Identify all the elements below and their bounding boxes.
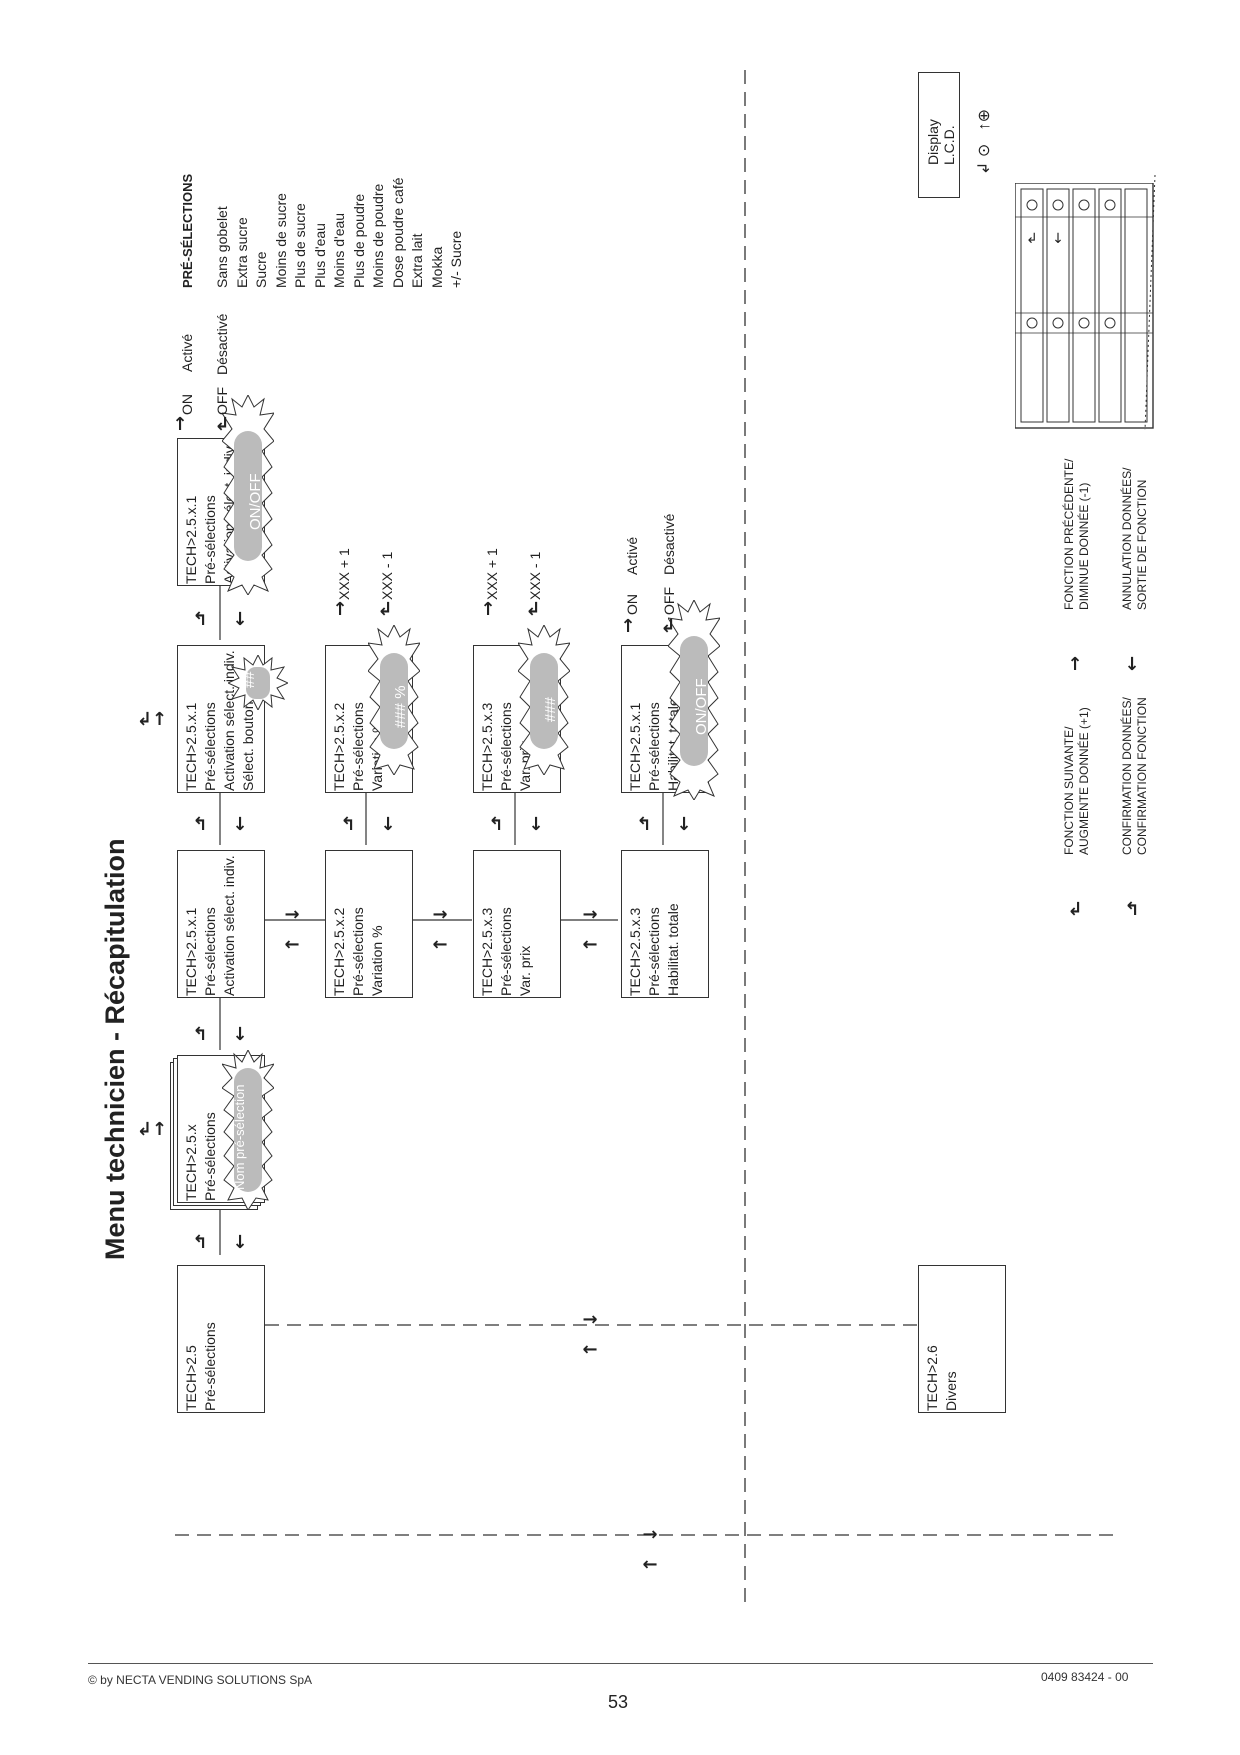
arrow-enter-icon: ↰ bbox=[192, 814, 207, 835]
arrow-pair-top-icon: ↲↑ bbox=[137, 1119, 167, 1140]
burst-onoff-1 bbox=[222, 395, 274, 595]
arrow-enter-icon: ↰ bbox=[340, 814, 355, 835]
arrow-up-icon: ↑ bbox=[332, 599, 347, 620]
arrow-enter-icon: ↲ bbox=[660, 616, 675, 637]
arrow-down-icon: ↓ bbox=[232, 609, 247, 630]
arrow-left-icon: ← bbox=[284, 934, 299, 955]
arrow-left-icon: ← bbox=[642, 1554, 657, 1575]
arrow-left-icon: ← bbox=[432, 934, 447, 955]
arrow-up-icon: ↑ bbox=[480, 599, 495, 620]
burst-price bbox=[518, 625, 570, 775]
legend-cancel-icon: ↓ bbox=[1124, 654, 1139, 675]
arrow-right-icon: → bbox=[582, 1309, 597, 1330]
arrow-right-icon: → bbox=[642, 1524, 657, 1545]
arrow-down-icon: ↓ bbox=[380, 814, 395, 835]
footer-copyright: © by NECTA VENDING SOLUTIONS SpA bbox=[88, 1673, 313, 1687]
arrow-right-icon: → bbox=[582, 904, 597, 925]
arrow-enter-icon: ↲ bbox=[525, 599, 540, 620]
arrow-right-icon: → bbox=[432, 904, 447, 925]
footer-document-code: 0409 83424 - 00 bbox=[1041, 1670, 1129, 1684]
arrow-enter-icon: ↲ bbox=[377, 599, 392, 620]
arrow-down-icon: ↓ bbox=[528, 814, 543, 835]
arrow-enter-icon: ↰ bbox=[192, 609, 207, 630]
arrow-up-icon: ↑ bbox=[172, 414, 187, 435]
arrow-right-icon: → bbox=[284, 904, 299, 925]
burst-hash bbox=[228, 655, 288, 710]
arrow-down-icon: ↓ bbox=[232, 1232, 247, 1253]
svg-text:↲: ↲ bbox=[1026, 231, 1038, 247]
legend-next-icon: ↲ bbox=[1067, 899, 1082, 920]
arrow-left-icon: ← bbox=[582, 934, 597, 955]
legend-confirm-icon: ↰ bbox=[1124, 899, 1139, 920]
page-number: 53 bbox=[608, 1692, 629, 1712]
arrow-down-icon: ↓ bbox=[232, 814, 247, 835]
svg-text:↓: ↓ bbox=[1052, 231, 1064, 247]
arrow-enter-icon: ↰ bbox=[192, 1232, 207, 1253]
burst-percent bbox=[368, 625, 420, 775]
arrow-enter-icon: ↰ bbox=[192, 1024, 207, 1045]
arrow-enter-icon: ↲ bbox=[214, 414, 229, 435]
arrow-down-icon: ↓ bbox=[232, 1024, 247, 1045]
burst-onoff-2 bbox=[668, 600, 720, 800]
keypad-panel: ↲ ↓ bbox=[1015, 183, 1154, 429]
arrow-down-icon: ↓ bbox=[676, 814, 691, 835]
arrow-left-icon: ← bbox=[582, 1339, 597, 1360]
arrow-up-icon: ↑ bbox=[620, 616, 635, 637]
arrow-enter-icon: ↰ bbox=[636, 814, 651, 835]
arrow-pair-mid-icon: ↲↑ bbox=[137, 709, 167, 730]
legend-prev-icon: ↑ bbox=[1067, 654, 1082, 675]
footer-rule bbox=[88, 1663, 1153, 1664]
arrow-enter-icon: ↰ bbox=[488, 814, 503, 835]
burst-nom-preselection bbox=[222, 1050, 274, 1210]
